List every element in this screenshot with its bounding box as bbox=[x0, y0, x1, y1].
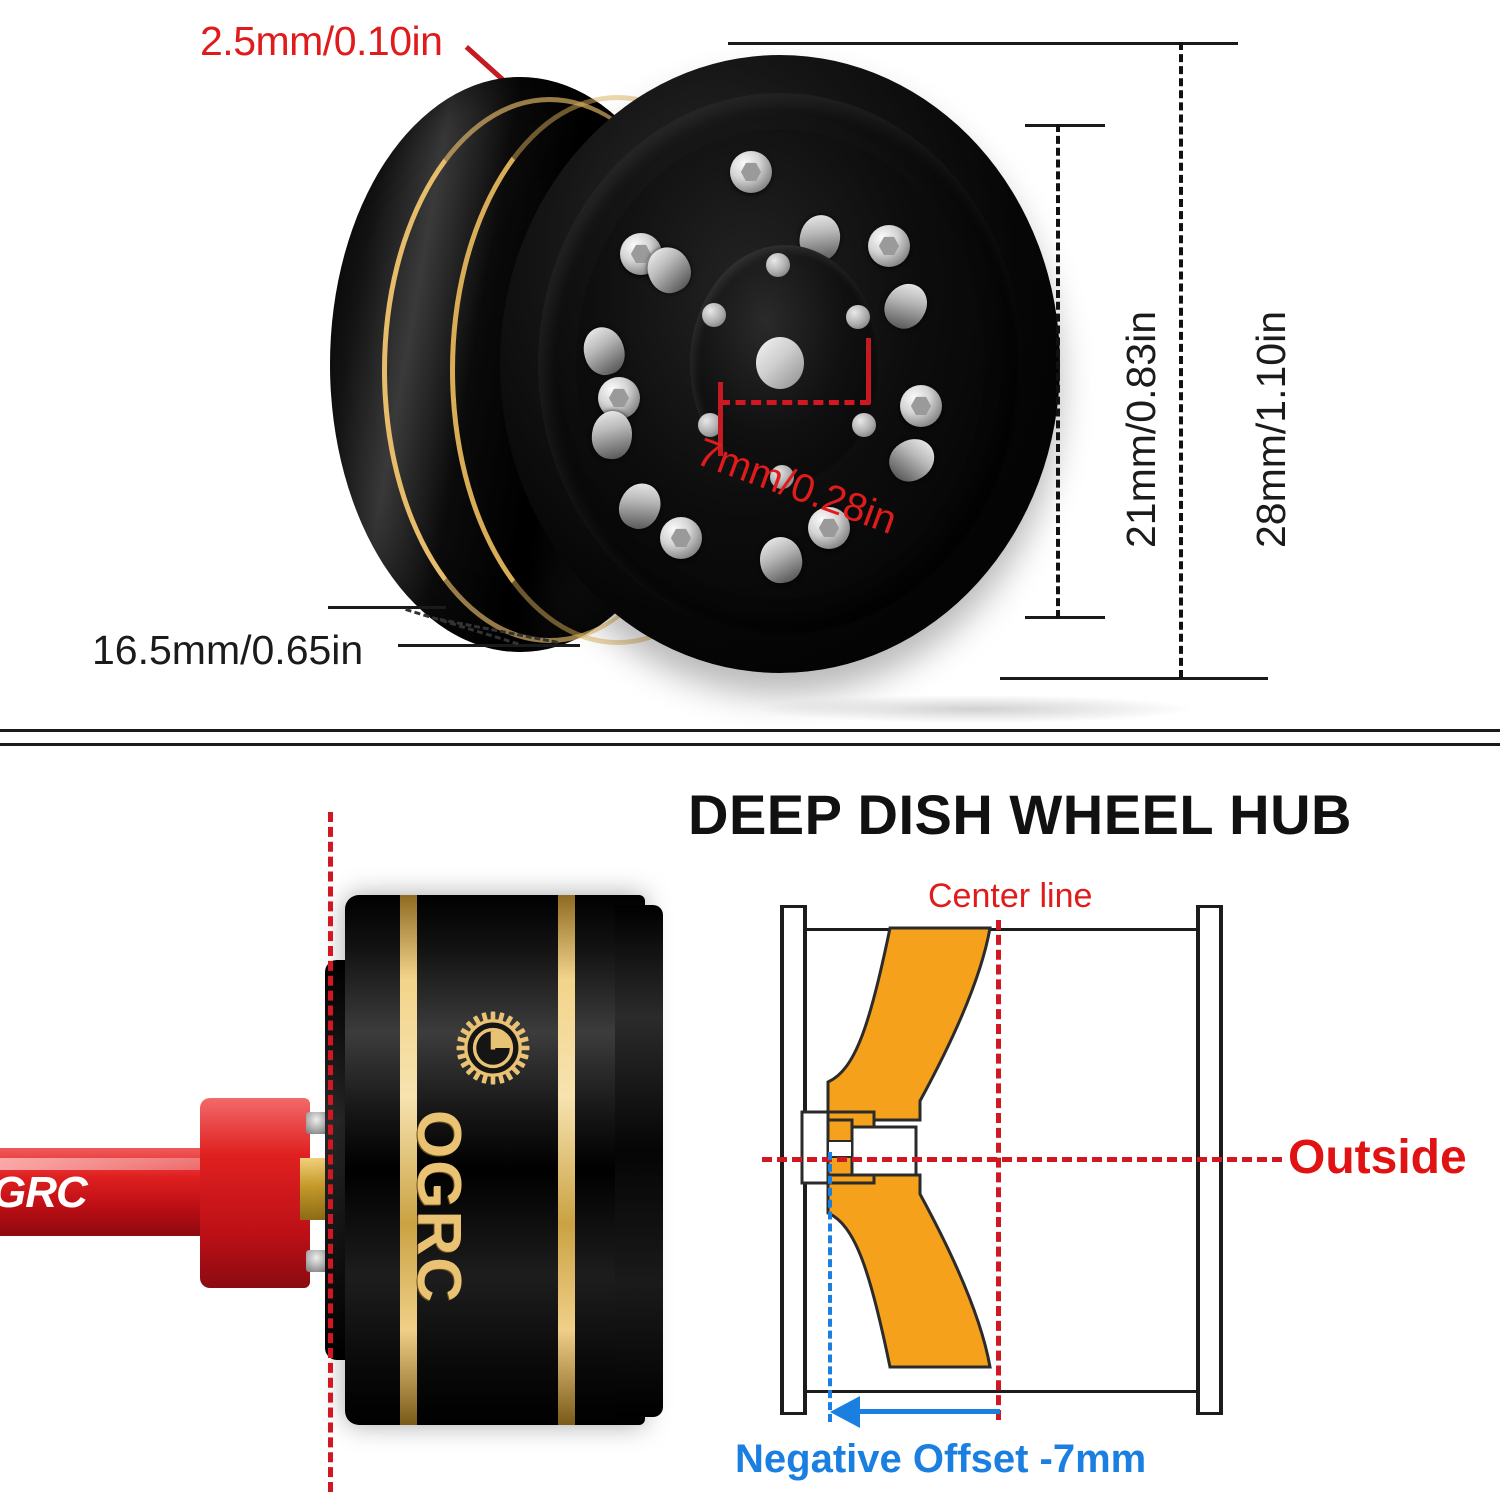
outside-label: Outside bbox=[1288, 1131, 1467, 1184]
center-line-vertical bbox=[996, 920, 1001, 1420]
axis-center-horizontal bbox=[762, 1157, 1282, 1162]
offset-arrow-line bbox=[845, 1409, 1000, 1414]
hub-screw bbox=[766, 253, 790, 277]
width-dim-lower-leader bbox=[398, 644, 580, 647]
schematic-right-flange-cap-bottom bbox=[1196, 1412, 1223, 1415]
hub-screw bbox=[852, 413, 876, 437]
outer-dim-top-leader bbox=[728, 42, 1238, 45]
bore-dimension-line bbox=[720, 400, 870, 405]
section-heading: DEEP DISH WHEEL HUB bbox=[688, 783, 1352, 846]
center-line-label: Center line bbox=[928, 877, 1093, 915]
schematic-left-flange-cap-top bbox=[780, 905, 807, 908]
gold-pinstripe-outer bbox=[382, 97, 717, 643]
gold-pinstripe-inner bbox=[450, 95, 785, 645]
inner-dim-top-leader bbox=[1025, 124, 1105, 127]
ogrc-gear-logo-icon bbox=[456, 1011, 530, 1085]
tool-shaft-highlight bbox=[0, 1158, 230, 1170]
gold-stripe-left bbox=[400, 895, 417, 1425]
tool-brand-text: GRC bbox=[0, 1168, 88, 1217]
inner-face-reference-line bbox=[328, 812, 333, 1492]
negative-offset-label: Negative Offset -7mm bbox=[735, 1437, 1147, 1481]
gold-stripe-right bbox=[558, 895, 575, 1425]
bore-dimension-tick-left bbox=[718, 382, 723, 456]
section-divider-top bbox=[0, 729, 1500, 732]
outer-dim-bottom-leader bbox=[1000, 677, 1268, 680]
outer-dim-line bbox=[1179, 42, 1183, 678]
inner-dim-bottom-leader bbox=[1025, 616, 1105, 619]
wheel-outer-lip bbox=[615, 905, 663, 1417]
schematic-bottom-rail bbox=[803, 1390, 1199, 1393]
width-dimension-label: 16.5mm/0.65in bbox=[92, 627, 364, 673]
wheel-product-photo bbox=[330, 55, 1190, 723]
bore-dimension-tick-right bbox=[866, 338, 871, 404]
offset-reference-line bbox=[828, 1152, 832, 1422]
photo-drop-shadow bbox=[760, 695, 1190, 723]
outer-diameter-label: 28mm/1.10in bbox=[1248, 310, 1294, 548]
wheel-side-barrel bbox=[345, 895, 645, 1425]
inner-diameter-label: 21mm/0.83in bbox=[1118, 310, 1164, 548]
thickness-dimension-label: 2.5mm/0.10in bbox=[200, 18, 443, 64]
hub-screw bbox=[846, 305, 870, 329]
ogrc-brand-text: OGRC bbox=[404, 1110, 473, 1304]
schematic-top-rail bbox=[803, 928, 1199, 931]
beadlock-bolt bbox=[808, 507, 850, 549]
section-divider-bottom bbox=[0, 743, 1500, 746]
beadlock-bolt bbox=[660, 517, 702, 559]
beadlock-bolt bbox=[868, 225, 910, 267]
schematic-left-flange-cap-bottom bbox=[780, 1412, 807, 1415]
beadlock-bolt bbox=[900, 385, 942, 427]
hub-screw bbox=[702, 303, 726, 327]
offset-arrow-head-icon bbox=[830, 1396, 860, 1428]
inner-dim-line bbox=[1056, 124, 1060, 618]
center-drive-pin bbox=[756, 337, 804, 389]
beadlock-bolt bbox=[730, 151, 772, 193]
hub-screw bbox=[770, 465, 794, 489]
schematic-dish-profile bbox=[800, 926, 992, 1369]
schematic-right-flange-cap-top bbox=[1196, 905, 1223, 908]
tool-head bbox=[200, 1098, 310, 1288]
width-dim-upper-leader bbox=[328, 606, 446, 609]
